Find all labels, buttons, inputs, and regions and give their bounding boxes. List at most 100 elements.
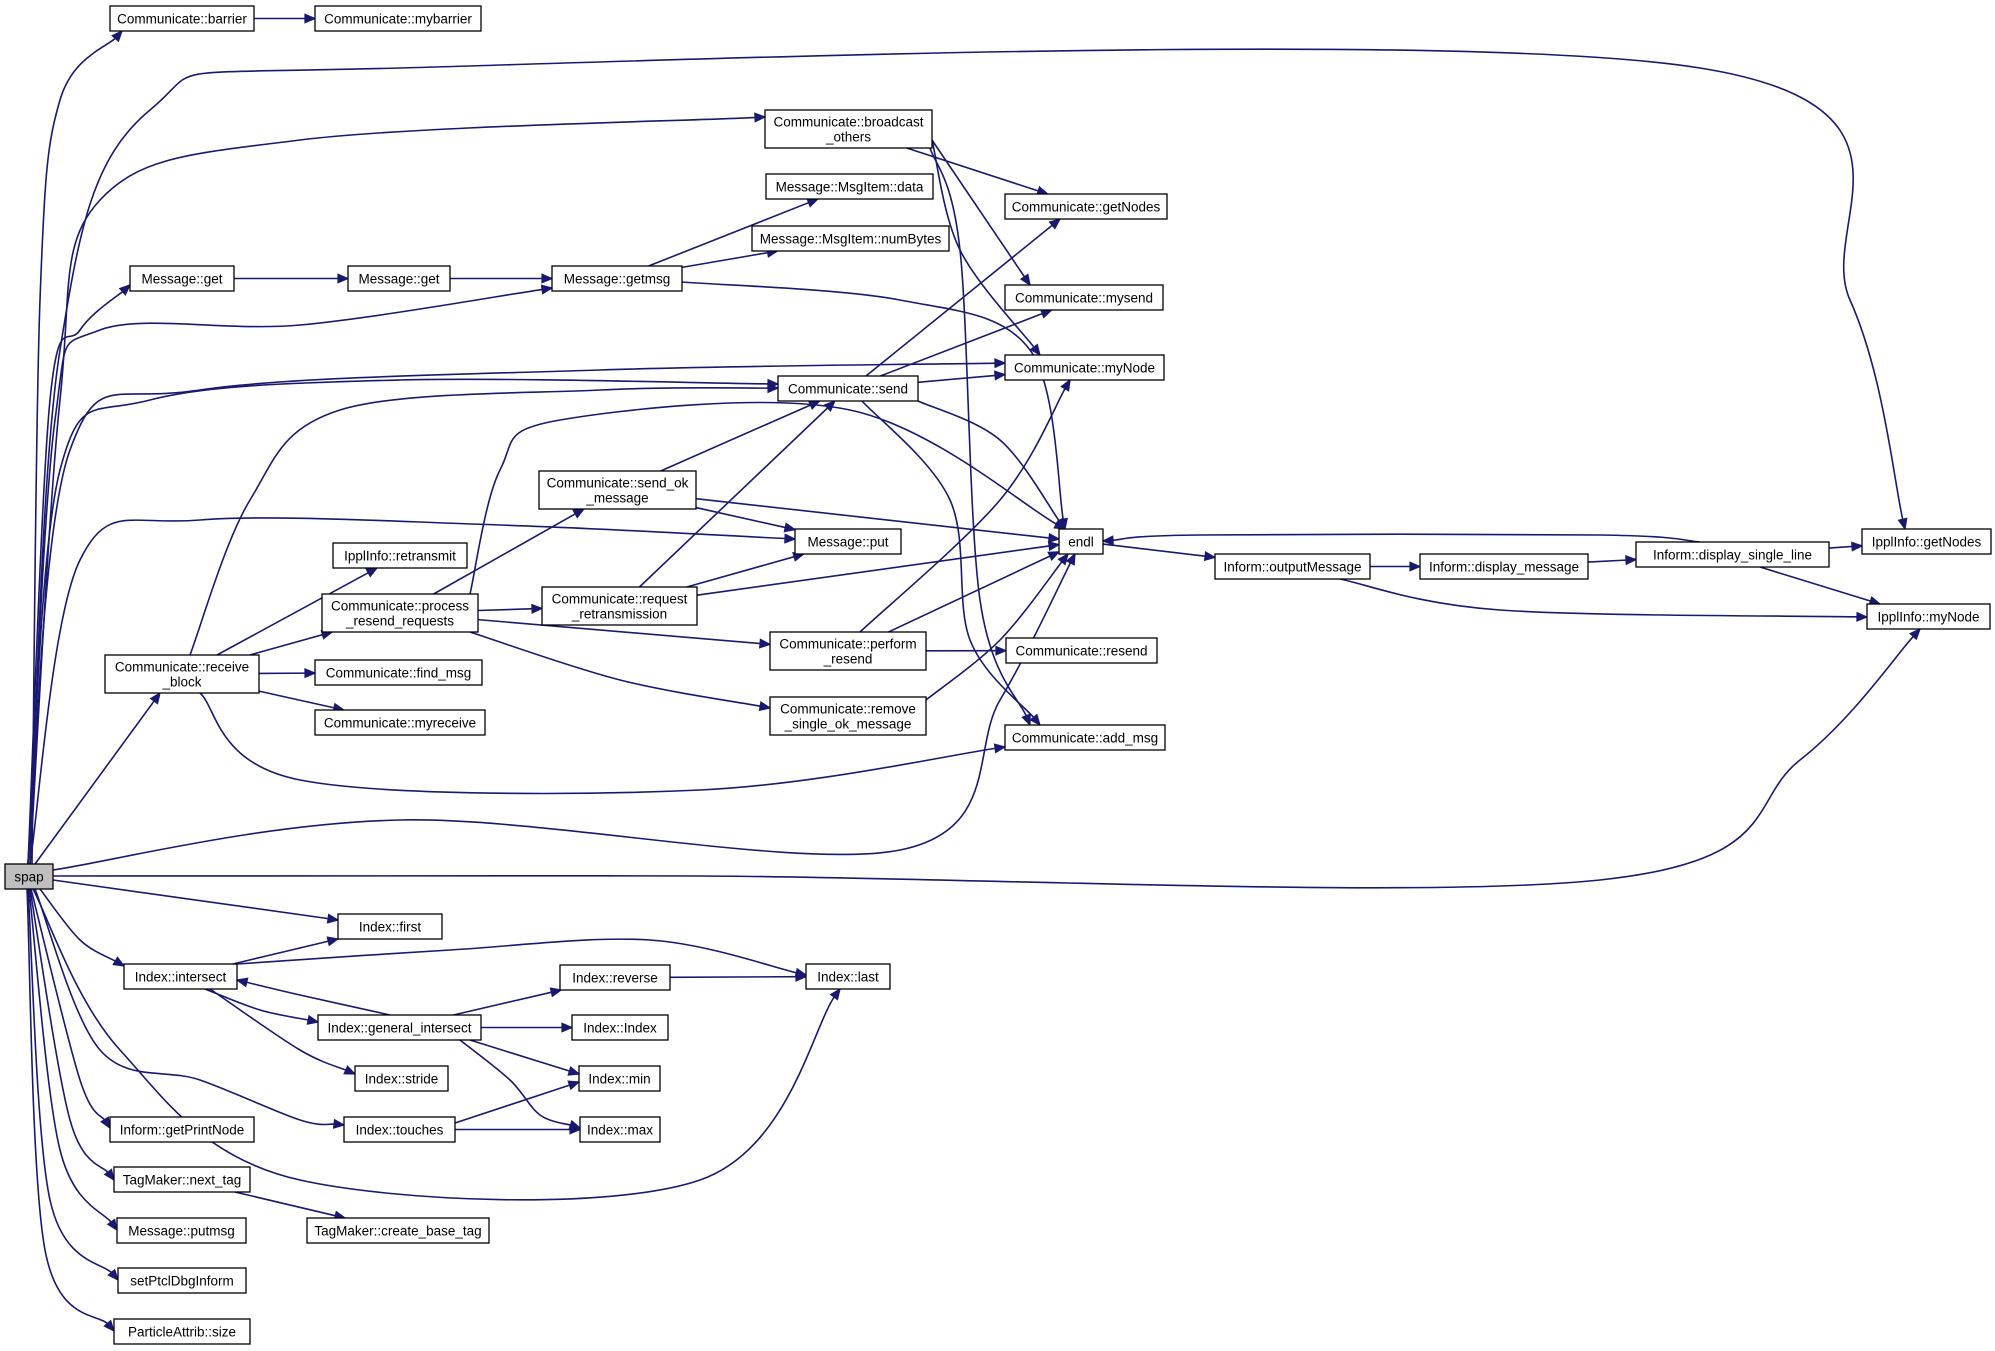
node-index-intersect[interactable]: Index::intersect	[123, 963, 238, 990]
edge-communicate-receive-block-to-ipplinfo-retransmit	[216, 571, 371, 656]
node-communicate-find-msg[interactable]: Communicate::find_msg	[314, 659, 483, 686]
edge-spap-to-communicate-send	[27, 378, 771, 865]
node-index-first[interactable]: Index::first	[337, 913, 443, 940]
node-tagmaker-create-base-tag[interactable]: TagMaker::create_base_tag	[306, 1217, 490, 1244]
edge-communicate-send-to-communicate-mynode-arrowhead	[993, 370, 1007, 381]
edge-communicate-process-resend-requests-to-communicate-remove-single-ok-message	[469, 631, 763, 708]
edge-communicate-perform-resend-to-endl	[888, 554, 1053, 633]
node-index-reverse[interactable]: Index::reverse	[559, 964, 671, 991]
edge-index-reverse-to-index-last-arrowhead	[795, 971, 808, 982]
edge-endl-to-inform-outputmessage-arrowhead	[1203, 551, 1217, 562]
node-ipplinfo-getnodes[interactable]: IpplInfo::getNodes	[1861, 528, 1992, 555]
node-box	[751, 225, 950, 252]
node-communicate-mysend[interactable]: Communicate::mysend	[1004, 284, 1164, 311]
node-particleattrib-size[interactable]: ParticleAttrib::size	[113, 1318, 251, 1345]
node-label: _single_ok_message	[784, 717, 912, 732]
edge-spap-to-index-last	[32, 888, 836, 1201]
node-message-get-2[interactable]: Message::get	[347, 265, 451, 292]
edge-communicate-perform-resend-to-communicate-mynode-arrowhead	[1060, 378, 1071, 392]
edge-inform-outputmessage-to-inform-display-message-arrowhead	[1409, 561, 1422, 572]
node-index-general-intersect[interactable]: Index::general_intersect	[317, 1014, 482, 1041]
edge-communicate-request-retransmission-to-communicate-send-arrowhead	[823, 399, 836, 413]
edge-index-general-intersect-to-index-reverse-arrowhead	[549, 987, 563, 998]
node-communicate-perform-resend[interactable]: Communicate::perform_resend	[769, 631, 927, 671]
edge-communicate-request-retransmission-to-endl-arrowhead	[1047, 540, 1061, 552]
edge-spap-to-index-touches-arrowhead	[332, 1118, 346, 1129]
edge-communicate-receive-block-to-communicate-process-resend-requests	[249, 633, 325, 656]
node-communicate-send-ok-message[interactable]: Communicate::send_ok_message	[538, 470, 697, 510]
node-message-put[interactable]: Message::put	[794, 528, 902, 555]
edge-communicate-broadcast-others-to-communicate-add-msg	[929, 147, 1028, 718]
node-communicate-add-msg[interactable]: Communicate::add_msg	[1004, 724, 1166, 751]
edge-communicate-broadcast-others-to-communicate-add-msg-arrowhead	[1021, 713, 1031, 727]
node-label: Inform::getPrintNode	[120, 1123, 245, 1138]
node-message-msgitem-data[interactable]: Message::MsgItem::data	[765, 173, 934, 200]
node-box	[337, 913, 443, 940]
edge-communicate-send-ok-message-to-message-put	[695, 506, 788, 529]
edge-index-general-intersect-to-index-intersect	[244, 981, 391, 1016]
edge-spap-to-index-intersect	[39, 888, 118, 963]
node-box	[1004, 284, 1164, 311]
node-box	[1058, 528, 1104, 555]
node-message-msgitem-numbytes[interactable]: Message::MsgItem::numBytes	[751, 225, 950, 252]
node-inform-display-single-line[interactable]: Inform::display_single_line	[1635, 541, 1830, 568]
edge-inform-outputmessage-to-ipplinfo-mynode-arrowhead	[1856, 611, 1869, 622]
node-tagmaker-next-tag[interactable]: TagMaker::next_tag	[113, 1166, 251, 1193]
node-box	[314, 659, 483, 686]
node-label: _retransmission	[571, 607, 667, 622]
edge-communicate-send-ok-message-to-communicate-send	[660, 403, 813, 472]
edge-message-getmsg-to-message-msgitem-data-arrowhead	[806, 198, 820, 208]
node-label: TagMaker::create_base_tag	[314, 1224, 481, 1239]
node-communicate-barrier[interactable]: Communicate::barrier	[109, 5, 255, 32]
node-communicate-myreceive[interactable]: Communicate::myreceive	[314, 709, 486, 736]
node-communicate-getnodes[interactable]: Communicate::getNodes	[1004, 193, 1168, 220]
node-communicate-request-retransmission[interactable]: Communicate::request_retransmission	[541, 586, 698, 626]
node-spap[interactable]: spap	[4, 863, 54, 890]
edge-communicate-remove-single-ok-message-to-endl	[925, 559, 1064, 701]
node-label: Communicate::remove	[780, 702, 916, 717]
node-ipplinfo-retransmit[interactable]: IpplInfo::retransmit	[332, 542, 468, 569]
node-index-min[interactable]: Index::min	[578, 1065, 661, 1092]
edge-communicate-process-resend-requests-to-communicate-remove-single-ok-message-arrowhead	[758, 701, 772, 712]
node-communicate-process-resend-requests[interactable]: Communicate::process_resend_requests	[321, 593, 479, 633]
node-index-max[interactable]: Index::max	[579, 1116, 661, 1143]
node-label: Communicate::send_ok	[547, 476, 689, 491]
node-box	[541, 586, 698, 626]
node-endl[interactable]: endl	[1058, 528, 1104, 555]
node-inform-display-message[interactable]: Inform::display_message	[1419, 553, 1589, 580]
node-label: Index::min	[588, 1072, 650, 1087]
edge-communicate-process-resend-requests-to-endl	[469, 401, 1059, 595]
node-index-stride[interactable]: Index::stride	[354, 1065, 449, 1092]
node-box	[579, 1116, 661, 1143]
node-message-get-1[interactable]: Message::get	[129, 265, 235, 292]
edge-spap-to-message-getmsg	[27, 288, 545, 865]
node-message-putmsg[interactable]: Message::putmsg	[116, 1217, 247, 1244]
node-setptcldbginform[interactable]: setPtclDbgInform	[117, 1267, 247, 1294]
node-communicate-mybarrier[interactable]: Communicate::mybarrier	[314, 5, 482, 32]
node-communicate-broadcast-others[interactable]: Communicate::broadcast_others	[764, 109, 933, 149]
node-communicate-receive-block[interactable]: Communicate::receive_block	[104, 654, 260, 694]
node-inform-getprintnode[interactable]: Inform::getPrintNode	[109, 1116, 255, 1143]
node-index-touches[interactable]: Index::touches	[343, 1116, 456, 1143]
node-label: Message::MsgItem::data	[776, 180, 924, 195]
node-communicate-mynode[interactable]: Communicate::myNode	[1004, 354, 1165, 381]
node-box	[1004, 724, 1166, 751]
node-box	[538, 470, 697, 510]
node-communicate-remove-single-ok-message[interactable]: Communicate::remove_single_ok_message	[769, 696, 927, 736]
node-index-last[interactable]: Index::last	[805, 963, 891, 990]
edge-communicate-broadcast-others-to-communicate-mysend	[931, 139, 1027, 279]
node-inform-outputmessage[interactable]: Inform::outputMessage	[1214, 553, 1371, 580]
edge-spap-to-particleattrib-size-arrowhead	[103, 1319, 116, 1333]
node-ipplinfo-mynode[interactable]: IpplInfo::myNode	[1866, 603, 1991, 630]
edge-spap-to-ipplinfo-mynode	[52, 634, 1916, 889]
edge-inform-display-message-to-inform-display-single-line	[1587, 559, 1629, 563]
node-label: Index::first	[359, 920, 422, 935]
edge-communicate-send-to-communicate-mynode	[917, 374, 998, 384]
edge-communicate-send-to-communicate-add-msg-arrowhead	[1029, 713, 1041, 727]
node-label: Communicate::barrier	[117, 12, 247, 27]
node-box	[1419, 553, 1589, 580]
node-communicate-send[interactable]: Communicate::send	[777, 375, 919, 402]
node-message-getmsg[interactable]: Message::getmsg	[551, 265, 683, 292]
node-communicate-resend[interactable]: Communicate::resend	[1005, 637, 1158, 664]
node-index-index[interactable]: Index::Index	[571, 1014, 669, 1041]
